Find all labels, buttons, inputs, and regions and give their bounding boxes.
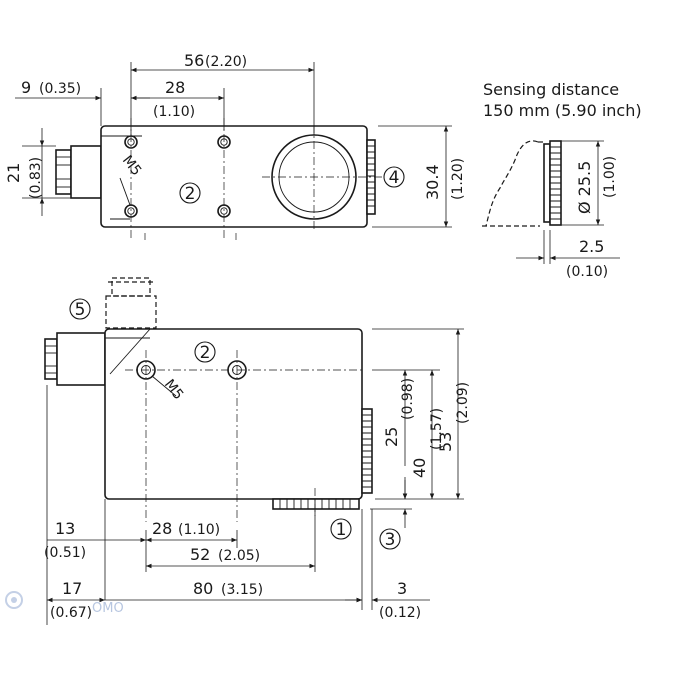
- svg-text:2: 2: [200, 343, 211, 363]
- dim-21-inch: (0.83): [28, 157, 44, 199]
- dim-diameter-inch: (1.00): [602, 156, 618, 198]
- dim-28-top: 28: [165, 78, 185, 97]
- svg-text:5: 5: [75, 300, 86, 320]
- sensing-distance-label: Sensing distance: [483, 80, 619, 99]
- top-view: M5 2 4 56 (2.20) 28 (1.10) 9 (0.35): [4, 51, 466, 240]
- dim-28-front-inch: (1.10): [178, 522, 220, 538]
- dim-2-5-inch: (0.10): [566, 264, 608, 280]
- front-housing: [104, 328, 363, 500]
- top-callout-2: 2: [179, 182, 201, 204]
- alt-connector-dashed: [105, 277, 157, 329]
- front-view: M5 5 2 1 3 25 (0.98) 40 (1.57): [44, 277, 471, 625]
- dim-3: 3: [397, 579, 407, 598]
- dim-52-inch: (2.05): [218, 548, 260, 564]
- dim-21: 21: [4, 163, 23, 183]
- dim-25: 25: [382, 427, 401, 447]
- front-side-strip: [361, 408, 373, 494]
- dim-3-inch: (0.12): [379, 605, 421, 621]
- dim-40-inch: (1.57): [429, 408, 445, 450]
- watermark: OMO: [5, 591, 124, 616]
- front-connector: [44, 332, 106, 386]
- dim-28-top-inch: (1.10): [153, 104, 195, 120]
- dim-2-5: 2.5: [579, 237, 604, 256]
- dim-9-inch: (0.35): [39, 81, 81, 97]
- dim-diameter: Ø 25.5: [575, 161, 594, 214]
- dim-56: 56: [184, 51, 204, 70]
- dim-80: 80: [193, 579, 213, 598]
- dim-25-inch: (0.98): [400, 378, 416, 420]
- dim-28-front: 28: [152, 519, 172, 538]
- dim-53: 53: [436, 432, 455, 452]
- front-callout-5: 5: [69, 298, 91, 320]
- svg-text:3: 3: [385, 530, 396, 550]
- front-callout-3: 3: [379, 528, 401, 550]
- dim-30-4: 30.4: [423, 164, 442, 200]
- dim-13: 13: [55, 519, 75, 538]
- dim-9: 9: [21, 78, 31, 97]
- svg-text:4: 4: [389, 168, 400, 188]
- dim-30-4-inch: (1.20): [450, 158, 466, 200]
- mounting-holes-top: [124, 135, 231, 218]
- svg-text:OMO: OMO: [92, 601, 124, 616]
- top-callout-4: 4: [383, 166, 405, 188]
- front-bottom-strip: [272, 498, 360, 510]
- dim-17-inch: (0.67): [50, 605, 92, 621]
- dim-17: 17: [62, 579, 82, 598]
- top-connector: [55, 145, 102, 199]
- dim-80-inch: (3.15): [221, 582, 263, 598]
- front-callout-1: 1: [330, 518, 352, 540]
- svg-text:2: 2: [185, 184, 196, 204]
- dim-53-inch: (2.09): [455, 382, 471, 424]
- dim-52: 52: [190, 545, 210, 564]
- sensing-distance-value: 150 mm (5.90 inch): [483, 101, 642, 120]
- svg-text:1: 1: [336, 520, 347, 540]
- side-view: Sensing distance 150 mm (5.90 inch) Ø 25…: [482, 80, 642, 280]
- dim-56-inch: (2.20): [205, 54, 247, 70]
- front-callout-2: 2: [194, 341, 216, 363]
- dim-13-inch: (0.51): [44, 545, 86, 561]
- dim-40: 40: [410, 458, 429, 478]
